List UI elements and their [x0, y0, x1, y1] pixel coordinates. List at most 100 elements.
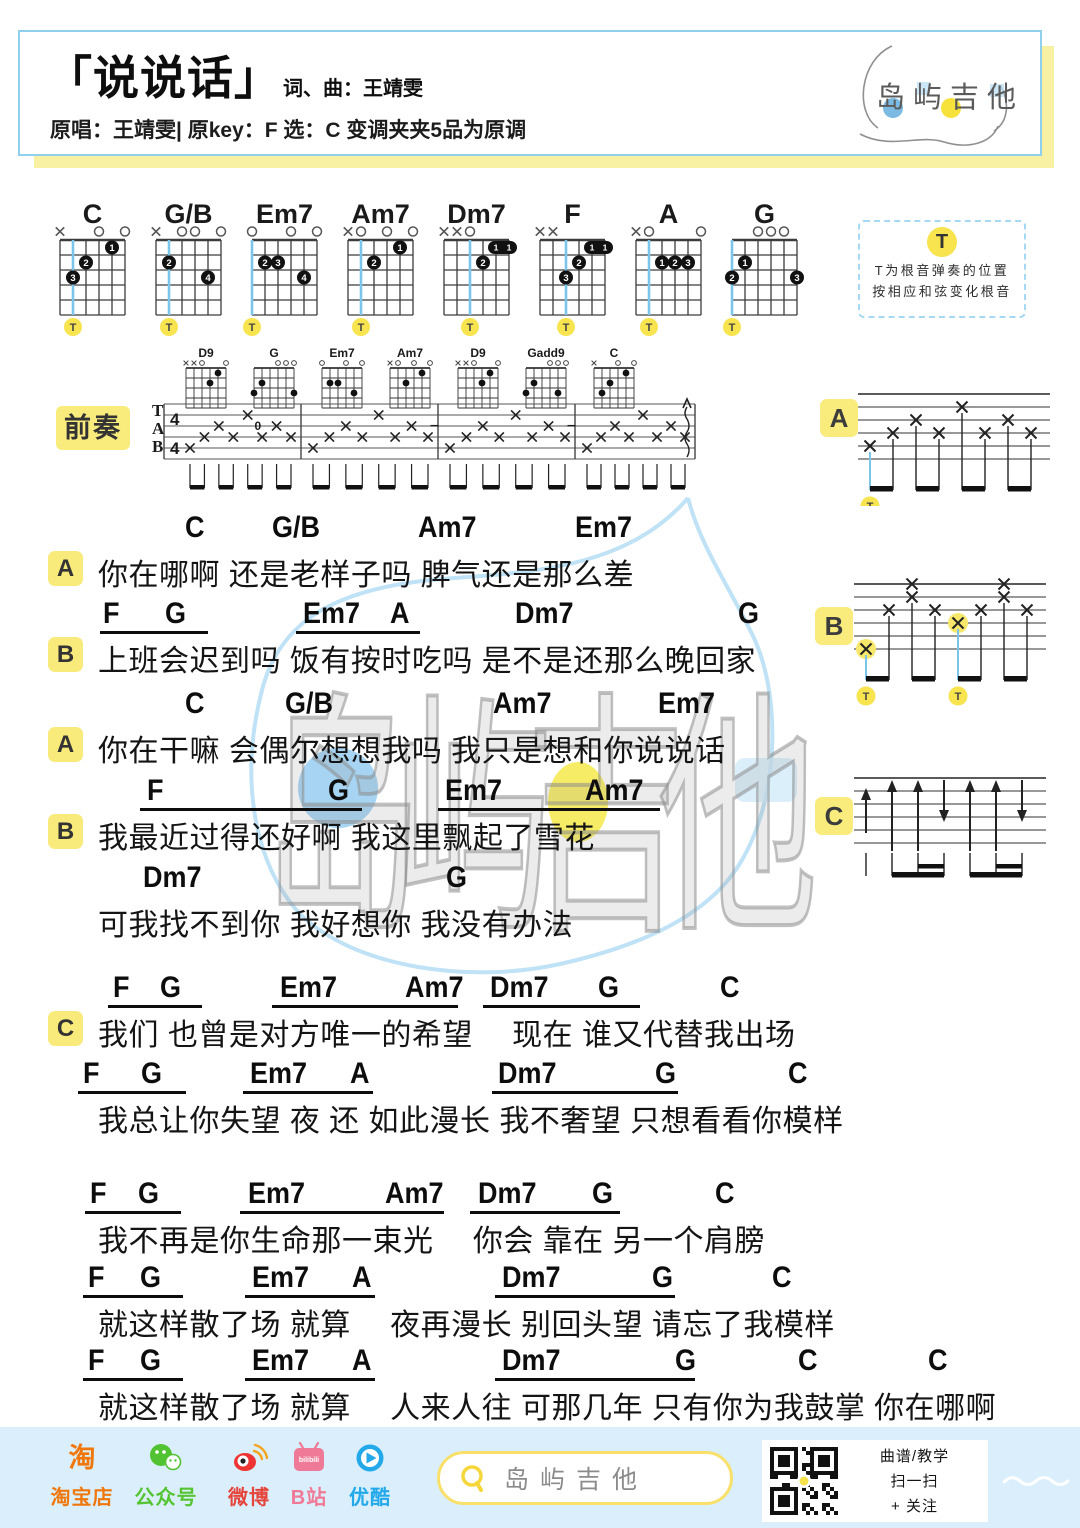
chord-label: G	[675, 1344, 697, 1377]
lyric-text: 你在哪啊 还是老样子吗 脾气还是那么差	[98, 559, 635, 592]
chord-label: C	[185, 511, 205, 544]
section-label-B: B	[48, 637, 83, 672]
chord-underline	[83, 1378, 183, 1381]
svg-text:3: 3	[685, 258, 690, 269]
svg-text:3: 3	[70, 273, 75, 284]
svg-text:1: 1	[507, 243, 512, 253]
svg-text:T: T	[358, 322, 365, 334]
chord-underline	[483, 1005, 640, 1008]
chord-underline	[108, 1005, 202, 1008]
svg-text:2: 2	[166, 258, 171, 269]
svg-text:T: T	[70, 322, 77, 334]
lyric-text: 我不再是你生命那一束光 你会 靠在 另一个肩膀	[98, 1225, 766, 1258]
svg-text:1: 1	[590, 243, 595, 253]
svg-text:–: –	[567, 417, 576, 434]
pattern-label-A: A	[820, 399, 858, 437]
svg-text:Em7: Em7	[329, 346, 355, 360]
link-wechat[interactable]: 公众号	[126, 1441, 206, 1510]
chord-label: F	[103, 597, 120, 630]
svg-text:C: C	[610, 346, 619, 360]
logo-text: 岛屿吉他	[876, 82, 1025, 114]
svg-text:4: 4	[205, 273, 211, 284]
chord-label: F	[147, 774, 164, 807]
svg-text:A: A	[659, 199, 679, 229]
chord-label: C	[772, 1261, 792, 1294]
svg-text:T: T	[152, 401, 164, 420]
title-row: 「说说话」 词、曲：王靖雯	[46, 42, 423, 108]
chord-underline	[78, 1091, 186, 1094]
taobao-icon: 淘	[69, 1443, 96, 1473]
lyric-text: 你在干嘛 会偶尔想想我吗 我只是想和你说说话	[98, 735, 726, 768]
svg-text:T: T	[166, 322, 173, 334]
chord-underline	[272, 1005, 458, 1008]
search-pill[interactable]: 岛屿吉他	[437, 1451, 733, 1505]
pattern-C-staff	[854, 777, 1046, 878]
chord-label: G	[328, 774, 350, 807]
link-weibo[interactable]: 微博	[209, 1441, 289, 1510]
chord-label: Em7	[658, 687, 716, 720]
pattern-A-staff: T	[858, 393, 1050, 506]
svg-text:A: A	[152, 419, 165, 438]
chord-label: Em7	[252, 1344, 310, 1377]
chord-underline	[470, 1211, 620, 1214]
chord-label: G	[140, 1344, 162, 1377]
link-taobao[interactable]: 淘淘宝店	[42, 1441, 122, 1510]
lyric-text: 我最近过得还好啊 我这里飘起了雪花	[98, 822, 595, 855]
link-label: B站	[290, 1487, 328, 1509]
svg-text:T: T	[955, 691, 962, 703]
chord-label: G	[592, 1177, 614, 1210]
lyric-text: 可我找不到你 我好想你 我没有办法	[98, 909, 574, 942]
svg-text:T: T	[563, 322, 570, 334]
chord-underline	[495, 1295, 675, 1298]
chord-underline	[83, 1295, 183, 1298]
chord-label: Am7	[385, 1177, 444, 1210]
chord-label: A	[352, 1261, 372, 1294]
svg-text:3: 3	[275, 258, 280, 269]
chord-label: G/B	[285, 687, 334, 720]
search-icon	[461, 1465, 483, 1492]
svg-text:4: 4	[301, 273, 307, 284]
svg-text:2: 2	[576, 258, 581, 269]
chord-label: Dm7	[502, 1261, 561, 1294]
svg-text:C: C	[83, 199, 103, 229]
header: 「说说话」 词、曲：王靖雯 原唱：王靖雯| 原key：F 选：C 变调夹夹5品为…	[18, 30, 1042, 156]
chord-label: Em7	[445, 774, 503, 807]
qr-caption: 曲谱/教学扫一扫+ 关注	[841, 1444, 988, 1519]
link-youku[interactable]: 优酷	[330, 1441, 410, 1510]
link-label: 淘宝店	[50, 1487, 114, 1509]
root-note-line2: 按相应和弦变化根音	[872, 284, 1012, 299]
chord-label: G	[160, 971, 182, 1004]
chord-label: F	[83, 1057, 100, 1090]
mini-chord-Em7: Em7	[319, 346, 365, 409]
chord-label: Em7	[252, 1261, 310, 1294]
svg-text:G/B: G/B	[164, 199, 212, 229]
chord-label: Am7	[405, 971, 464, 1004]
mini-chord-G: G	[250, 346, 298, 409]
svg-text:Dm7: Dm7	[447, 199, 506, 229]
wechat-icon	[150, 1444, 182, 1471]
chord-label: G	[652, 1261, 674, 1294]
svg-text:T: T	[863, 691, 870, 703]
svg-text:1: 1	[109, 243, 115, 254]
chord-label: Dm7	[143, 861, 202, 894]
svg-text:Am7: Am7	[351, 199, 410, 229]
lyric-row: 就这样散了场 就算 夜再漫长 别回头望 请忘了我模样	[50, 1296, 1060, 1342]
logo-curve-icon	[859, 45, 1008, 146]
link-label: 优酷	[349, 1487, 391, 1509]
chord-label: Am7	[493, 687, 552, 720]
